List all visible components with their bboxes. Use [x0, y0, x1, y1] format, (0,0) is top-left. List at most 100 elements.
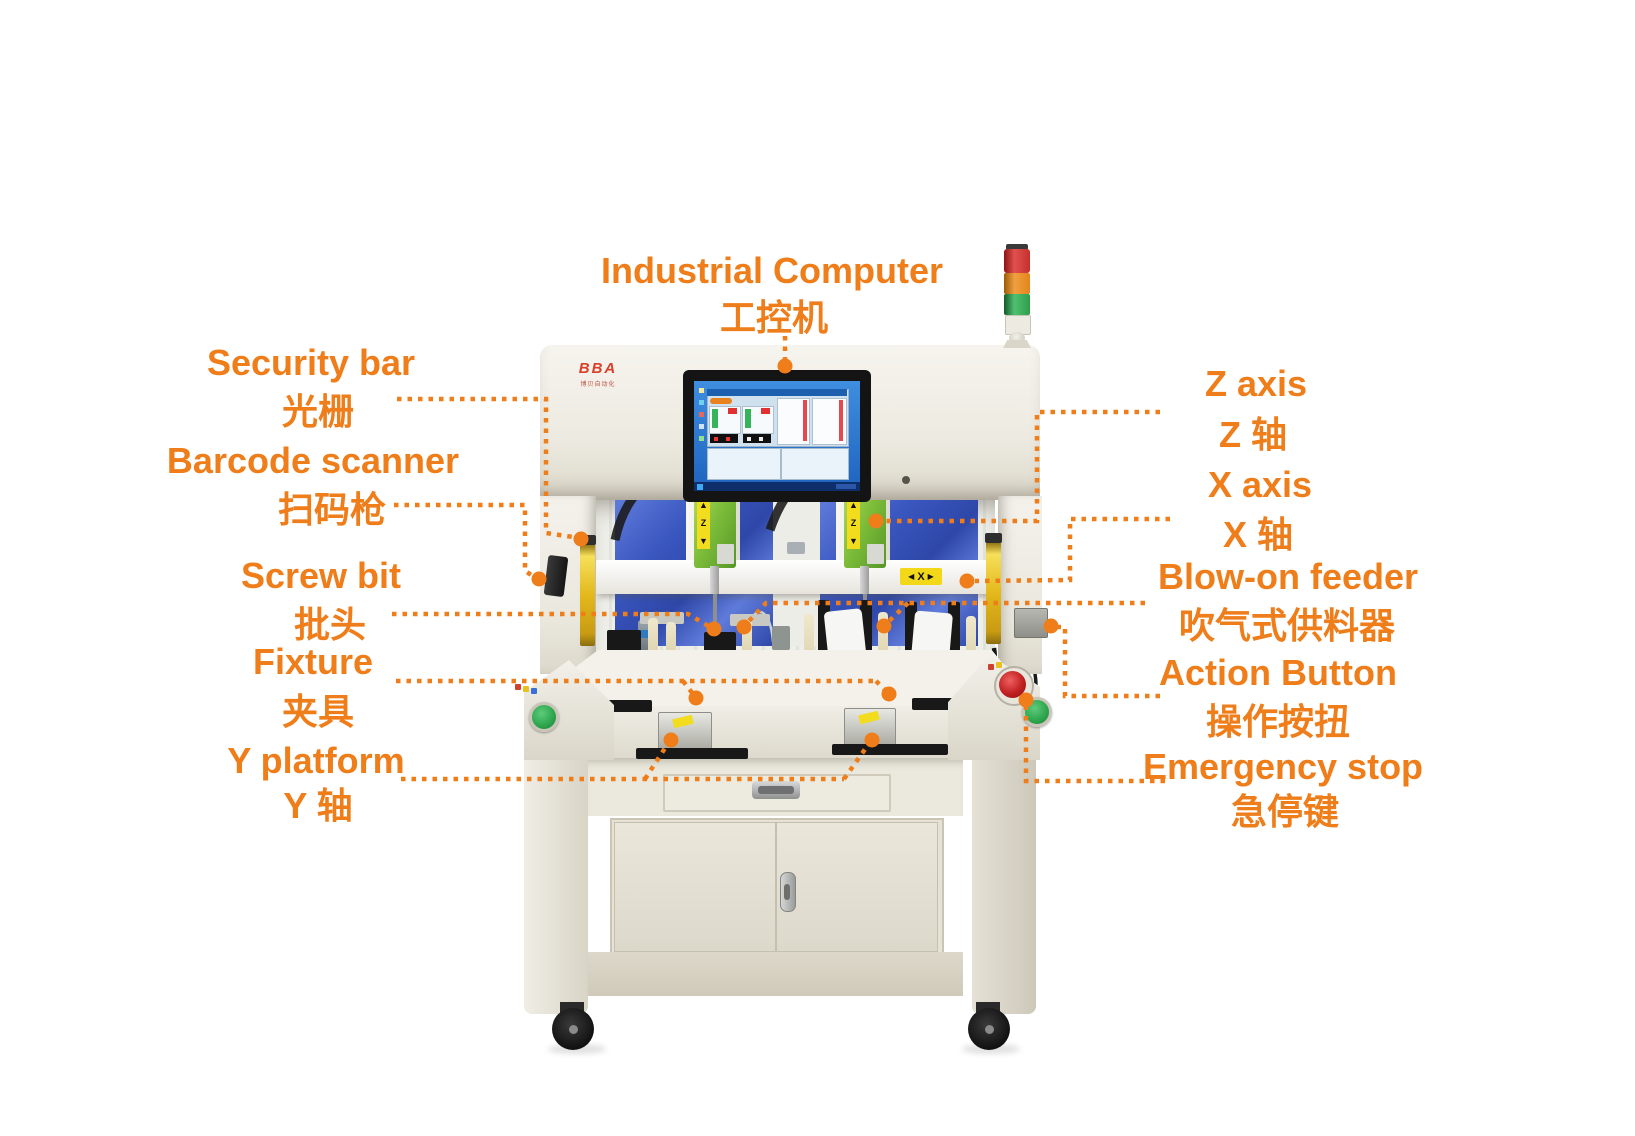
cabinet-left-door: [614, 822, 776, 952]
door-handle-slot: [784, 884, 790, 900]
label-action-button-zh: 操作按扭: [1205, 701, 1351, 742]
label-emergency-stop-en: Emergency stop: [1142, 746, 1424, 787]
desktop-icon: [699, 424, 704, 429]
tray-icons: [836, 484, 856, 489]
action-button-box: [1014, 608, 1048, 638]
right-action-button: [1022, 697, 1052, 727]
label-barcode-scanner-zh: 扫码枪: [277, 489, 387, 530]
connector-bits: [515, 684, 521, 690]
app-counter-digit: [759, 437, 763, 441]
left-security-light-curtain: [580, 544, 595, 646]
app-counter-panel: [743, 434, 771, 443]
right-z-module-label: [867, 544, 884, 564]
right-column: [998, 496, 1042, 674]
label-fixture-zh: 夹具: [281, 691, 355, 732]
signal-tower-mount: [1003, 340, 1031, 348]
fixture-post: [666, 622, 676, 656]
connector-bits: [988, 664, 994, 670]
table-top-surface: [524, 650, 1038, 706]
fixture-post: [742, 620, 752, 656]
right-z-sticker: ▲ Z ▼: [847, 497, 860, 549]
app-log-pane: [707, 448, 781, 480]
cabinet-kick-band: [587, 952, 963, 996]
left-caster-hub: [569, 1025, 578, 1034]
app-log-pane: [781, 448, 849, 480]
fixture-post: [804, 614, 814, 664]
label-y-platform-en: Y platform: [227, 740, 405, 781]
brand-logo-text: BBA: [578, 360, 618, 377]
fixture-post: [966, 616, 976, 664]
app-titlebar: [707, 389, 847, 396]
label-z-axis-en: Z axis: [1204, 363, 1308, 404]
fixture-top-plate: [640, 612, 684, 624]
desktop-icon: [699, 400, 704, 405]
connector-bits: [996, 662, 1002, 668]
z-letter: Z: [700, 518, 707, 528]
air-filter-ring: [637, 630, 653, 638]
right-y-rail: [832, 744, 948, 755]
z-down-arrow: ▼: [699, 536, 708, 546]
signal-tower-green-light: [1004, 294, 1030, 315]
left-screw-bit: [713, 594, 717, 640]
label-action-button-en: Action Button: [1159, 652, 1397, 693]
x-left-arrow: ◀: [908, 572, 915, 581]
z-letter: Z: [850, 518, 857, 528]
left-z-sticker: ▲ Z ▼: [697, 497, 710, 549]
app-green-bar: [745, 409, 751, 428]
label-screw-bit-zh: 批头: [293, 604, 367, 645]
app-green-bar: [712, 409, 718, 428]
right-leg: [972, 742, 1036, 1014]
brand-logo: BBA 博贝自动化: [560, 360, 636, 388]
label-screw-bit-en: Screw bit: [240, 555, 402, 596]
right-caster-hub: [985, 1025, 994, 1034]
cabinet-right-door: [776, 822, 938, 952]
right-curtain-bracket: [985, 533, 1002, 543]
right-security-light-curtain: [986, 542, 1001, 644]
x-axis-sticker: ◀ X ▶: [900, 568, 942, 585]
signal-tower-red-light: [1004, 249, 1030, 273]
app-counter-digit: [726, 437, 730, 441]
label-industrial-computer-zh: 工控机: [719, 297, 829, 338]
fixture-post: [648, 618, 658, 656]
signal-tower-amber-light: [1004, 273, 1030, 294]
connector-bits: [531, 688, 537, 694]
left-z-module-label: [717, 544, 734, 564]
app-orange-chip: [710, 398, 732, 404]
taskbar: [694, 482, 860, 491]
fixture-post: [878, 612, 888, 664]
desktop-icon: [699, 412, 704, 417]
label-barcode-scanner-en: Barcode scanner: [166, 440, 460, 481]
signal-tower-cap: [1006, 244, 1028, 250]
left-spindle: [710, 566, 719, 594]
label-industrial-computer-en: Industrial Computer: [600, 250, 944, 291]
label-x-axis-en: X axis: [1207, 464, 1313, 505]
right-spindle: [860, 566, 869, 594]
x-letter: X: [917, 570, 925, 583]
desktop-icon: [699, 436, 704, 441]
label-y-platform-zh: Y 轴: [283, 785, 353, 826]
app-ng-chip: [728, 408, 737, 414]
left-leg: [524, 742, 588, 1014]
label-fixture-en: Fixture: [252, 641, 374, 682]
left-y-platform-box: [658, 712, 712, 750]
connector-bits: [523, 686, 529, 692]
label-x-axis-zh: X 轴: [1222, 514, 1294, 555]
left-start-button: [529, 702, 559, 732]
z-down-arrow: ▼: [849, 536, 858, 546]
y-box-sticker: [858, 710, 880, 725]
start-button-icon: [697, 484, 703, 490]
app-counter-digit: [714, 437, 718, 441]
app-red-bar: [839, 400, 843, 441]
app-counter-panel: [710, 434, 738, 443]
divider-latch: [787, 542, 805, 554]
emergency-stop-button: [999, 671, 1026, 698]
z-up-arrow: ▲: [849, 500, 858, 510]
desktop-icon: [699, 388, 704, 393]
head-screw-dot: [902, 476, 910, 484]
right-y-platform-box: [844, 708, 896, 746]
label-emergency-stop-zh: 急停键: [1230, 791, 1340, 832]
x-right-arrow: ▶: [927, 572, 934, 581]
z-up-arrow: ▲: [699, 500, 708, 510]
